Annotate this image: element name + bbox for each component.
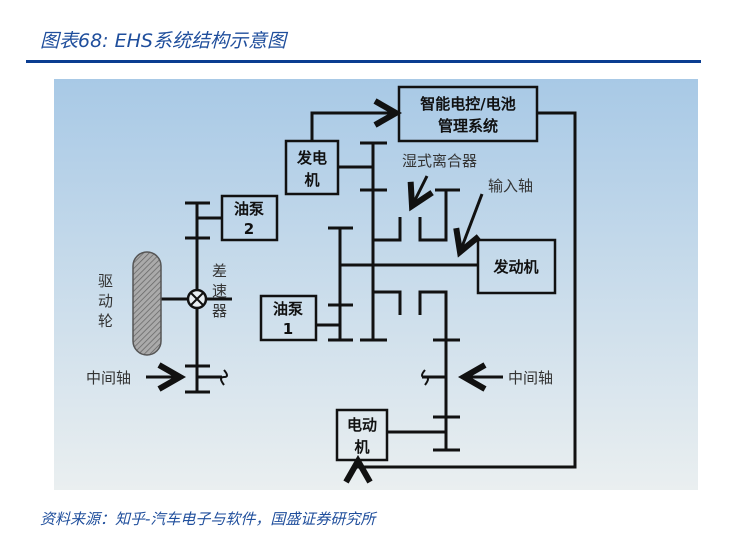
countershaft-left-label: 中间轴 (86, 369, 131, 387)
svg-text:油泵: 油泵 (234, 200, 264, 218)
lower-clutch (373, 290, 448, 450)
drive-wheel (132, 251, 162, 356)
input-shaft-arrow (460, 193, 484, 252)
figure-title: 图表68: EHS系统结构示意图 (40, 30, 286, 52)
main-shaft (338, 141, 460, 450)
svg-text:驱: 驱 (98, 272, 113, 290)
oil-pump-2-box: 油泵 2 (220, 194, 279, 242)
countershaft-right-label: 中间轴 (508, 369, 553, 387)
source-note: 资料来源：知乎-汽车电子与软件，国盛证券研究所 (40, 510, 376, 528)
bearing-icon (220, 369, 228, 386)
svg-text:机: 机 (354, 438, 369, 456)
differential-label: 差 速 器 (212, 262, 227, 320)
input-shaft (316, 226, 478, 342)
generator-box: 发电 机 (284, 139, 340, 196)
input-shaft-label: 输入轴 (488, 177, 533, 195)
svg-text:速: 速 (212, 282, 227, 300)
generator-to-control-arrow (310, 113, 396, 141)
svg-text:电动: 电动 (347, 416, 377, 434)
bearing-icon (421, 369, 429, 386)
svg-text:差: 差 (212, 262, 227, 280)
wet-clutch-arrow (412, 175, 427, 206)
svg-text:轮: 轮 (98, 312, 113, 330)
control-to-motor-arrow (358, 111, 577, 467)
wet-clutch-label: 湿式离合器 (402, 152, 477, 170)
svg-text:机: 机 (304, 171, 319, 189)
upper-clutch (373, 188, 460, 242)
svg-text:器: 器 (212, 302, 227, 320)
svg-text:2: 2 (244, 220, 254, 238)
svg-text:发电: 发电 (296, 149, 327, 167)
oil-pump-1-box: 油泵 1 (259, 294, 318, 342)
differential-icon (186, 288, 208, 310)
svg-text:智能电控/电池: 智能电控/电池 (420, 95, 515, 113)
engine-box: 发动机 (476, 238, 557, 295)
countershaft-right (387, 338, 460, 452)
title-divider (26, 60, 701, 63)
svg-text:动: 动 (98, 292, 113, 310)
svg-text:油泵: 油泵 (273, 300, 303, 318)
motor-box: 电动 机 (335, 408, 389, 462)
svg-text:1: 1 (283, 320, 293, 338)
svg-text:发动机: 发动机 (492, 258, 538, 276)
svg-text:管理系统: 管理系统 (438, 117, 498, 135)
drive-wheel-label: 驱 动 轮 (98, 272, 113, 330)
